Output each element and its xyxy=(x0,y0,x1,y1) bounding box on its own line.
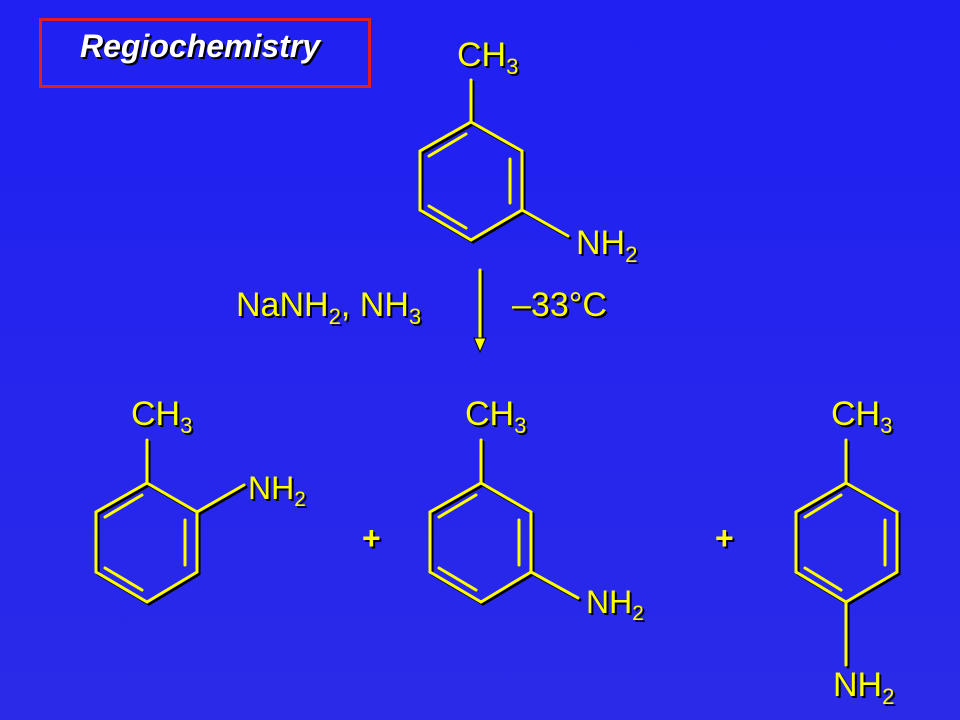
para-methyl-label: CH3 xyxy=(831,395,893,438)
plus-sign-2: + xyxy=(715,520,734,556)
reactant-ring xyxy=(418,120,524,242)
meta-double-bond xyxy=(437,493,478,519)
slide-title: Regiochemistry xyxy=(80,28,321,64)
para-double-bond xyxy=(803,566,843,592)
ortho-amine-label: NH2 xyxy=(248,470,306,512)
ortho-methyl-label: CH3 xyxy=(131,395,193,438)
plus-sign-1: + xyxy=(362,520,381,556)
reactant-structure xyxy=(418,78,572,244)
para-amine-label: NH2 xyxy=(833,666,895,709)
product-meta-structure xyxy=(428,438,582,606)
meta-amine-label: NH2 xyxy=(586,584,644,626)
ortho-double-bond xyxy=(103,566,144,592)
ortho-double-bond xyxy=(103,493,144,519)
title-box xyxy=(39,18,371,88)
reactant-amine-bond xyxy=(520,208,570,238)
product-ortho-structure xyxy=(94,438,248,606)
reagent-label: NaNH2, NH3 xyxy=(236,286,422,329)
temperature-label: –33°C xyxy=(512,286,607,324)
reaction-arrow xyxy=(473,268,487,354)
para-double-bond xyxy=(803,493,843,519)
product-para-structure xyxy=(794,438,901,669)
reactant-double-bond xyxy=(427,204,468,230)
reactant-amine-label: NH2 xyxy=(576,224,638,267)
meta-methyl-label: CH3 xyxy=(465,395,527,438)
reactant-double-bond xyxy=(427,132,468,158)
meta-double-bond xyxy=(437,566,478,592)
ortho-amine-bond xyxy=(195,483,246,514)
reactant-methyl-label: CH3 xyxy=(457,36,519,79)
meta-ring xyxy=(428,481,533,604)
meta-amine-bond xyxy=(529,570,580,600)
